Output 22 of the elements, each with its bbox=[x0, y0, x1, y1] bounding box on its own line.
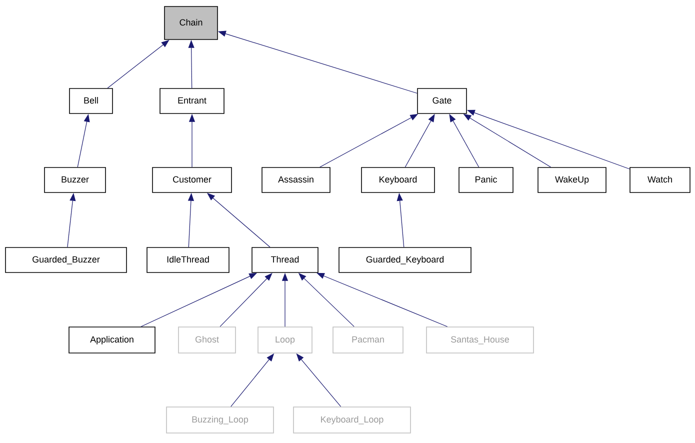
class-box: Bell bbox=[69, 88, 113, 114]
class-box: Application bbox=[68, 326, 156, 354]
class-box: Ghost bbox=[178, 326, 236, 354]
class-box: IdleThread bbox=[146, 247, 230, 273]
class-box: Chain bbox=[164, 6, 218, 40]
class-box: Entrant bbox=[160, 88, 224, 114]
class-box: Gate bbox=[417, 88, 467, 114]
class-box: Assassin bbox=[262, 167, 330, 193]
class-box: Panic bbox=[458, 167, 514, 193]
class-box: Loop bbox=[258, 326, 312, 354]
class-box: Buzzer bbox=[44, 167, 106, 193]
class-box: Pacman bbox=[332, 326, 404, 354]
class-box: WakeUp bbox=[538, 167, 606, 193]
class-box: Buzzing_Loop bbox=[166, 406, 274, 434]
class-box: Thread bbox=[252, 247, 318, 273]
class-box: Keyboard_Loop bbox=[293, 406, 411, 434]
class-box: Santas_House bbox=[426, 326, 534, 354]
class-box: Keyboard bbox=[361, 167, 435, 193]
class-box: Watch bbox=[630, 167, 690, 193]
class-box: Guarded_Buzzer bbox=[5, 247, 127, 273]
class-box: Guarded_Keyboard bbox=[338, 247, 472, 273]
class-box: Customer bbox=[152, 167, 232, 193]
